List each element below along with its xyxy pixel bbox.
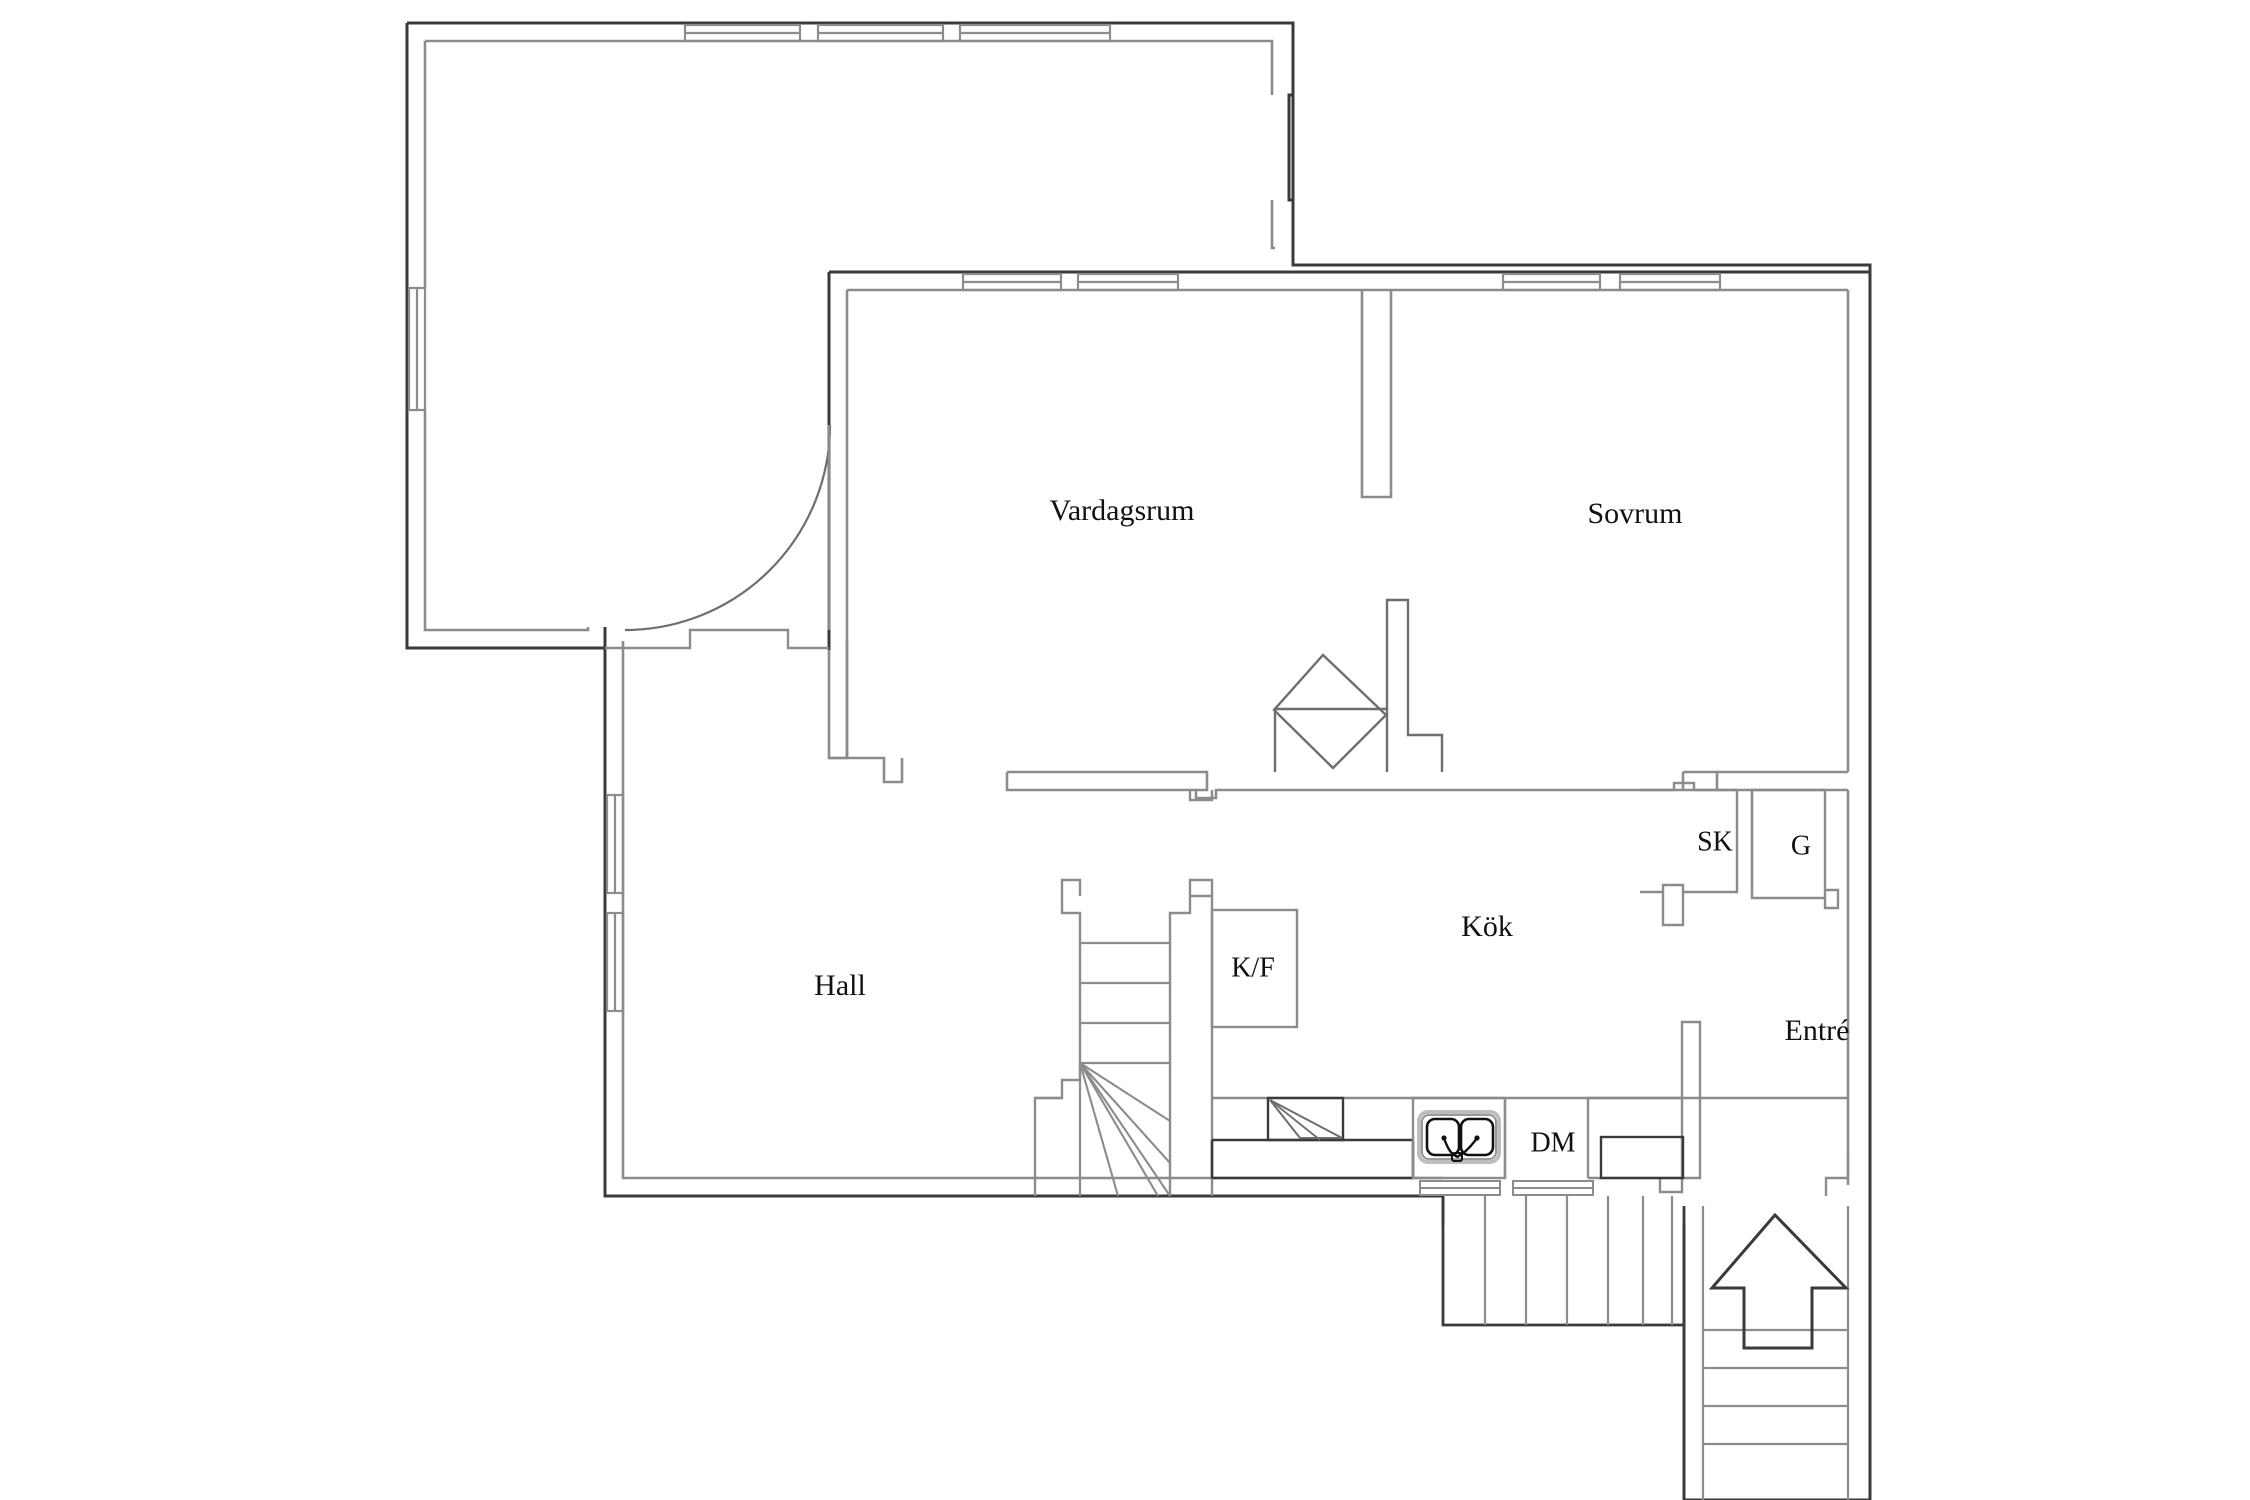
room-label-sk: SK [1697, 826, 1733, 857]
room-label-entre: Entré [1785, 1014, 1850, 1047]
room-label-kok: Kök [1461, 910, 1513, 943]
exterior-deck-landing [1441, 1196, 1684, 1327]
partition-entre [1658, 1020, 1702, 1194]
room-label-hall: Hall [814, 969, 866, 1002]
room-label-dm: DM [1530, 1127, 1575, 1158]
room-label-layer: Vardagsrum Sovrum Hall Kök Entré K/F SK … [814, 494, 1849, 1159]
main-block-inner-walls [621, 288, 1850, 1185]
building-outer-shell [405, 21, 1872, 1500]
window-left-wall [407, 286, 427, 412]
room-label-g: G [1791, 830, 1811, 861]
double-bowl-sink [1417, 1110, 1501, 1164]
entre-right-jamb [1824, 1150, 1850, 1196]
window-group-hall-left [605, 793, 625, 1013]
interior-winder-staircase[interactable] [1033, 878, 1214, 1197]
room-label-kf: K/F [1231, 952, 1275, 983]
door-jambs-hall-top [605, 628, 829, 650]
door-jamb-kitchen-living [1188, 790, 1214, 802]
window-group-living-room [961, 272, 1180, 292]
swing-door-upper-left [624, 424, 832, 632]
upper-left-wing [405, 21, 1295, 650]
stair-direction-up-arrow [1708, 1212, 1850, 1350]
room-label-vardagsrum: Vardagsrum [1050, 494, 1195, 527]
corner-fireplace [1272, 598, 1444, 772]
partition-hall-livingroom [827, 641, 904, 784]
partition-living-kitchen [1005, 770, 1848, 800]
base-cabinet-reveals [1419, 1180, 1594, 1196]
fridge-freezer-unit [1210, 908, 1299, 1029]
exterior-entry-stair [1682, 1206, 1850, 1500]
window-group-top-wall [683, 23, 1112, 43]
partition-living-bedroom [1360, 290, 1393, 499]
closet-sk [1640, 781, 1739, 927]
wardrobe-g [1750, 788, 1840, 910]
room-label-sovrum: Sovrum [1587, 497, 1682, 530]
window-group-bedroom [1501, 272, 1722, 292]
kitchen-counter-run [1210, 1096, 1848, 1180]
